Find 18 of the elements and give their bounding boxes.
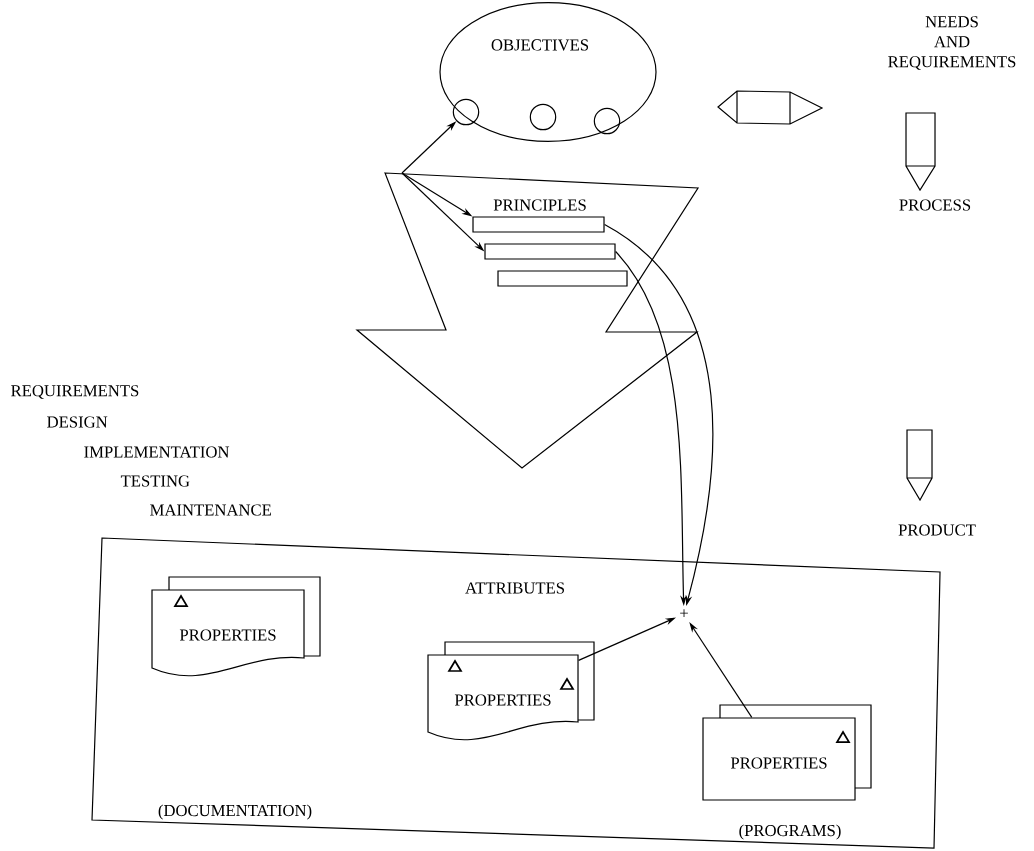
small-circle xyxy=(593,107,621,135)
phase-label: REQUIREMENTS xyxy=(11,385,139,399)
phase-label: IMPLEMENTATION xyxy=(84,446,230,458)
principle-bar xyxy=(484,243,616,260)
heading-text: PROCESS xyxy=(899,199,971,211)
heading-text: PRODUCT xyxy=(898,524,976,536)
document-stack: PROPERTIES xyxy=(427,641,595,741)
small-circle xyxy=(452,98,480,126)
document-stack: PROPERTIES xyxy=(151,576,321,677)
plus-sign: + xyxy=(680,609,688,618)
phase-label: DESIGN xyxy=(47,416,108,428)
principle-bar xyxy=(472,216,605,233)
heading-text: NEEDS AND REQUIREMENTS xyxy=(888,16,1016,70)
small-circle xyxy=(529,103,557,131)
principle-bar xyxy=(497,270,628,287)
phase-label: TESTING xyxy=(120,475,190,487)
program-stack: PROPERTIES xyxy=(702,704,872,801)
phase-label: MAINTENANCE xyxy=(150,504,271,516)
